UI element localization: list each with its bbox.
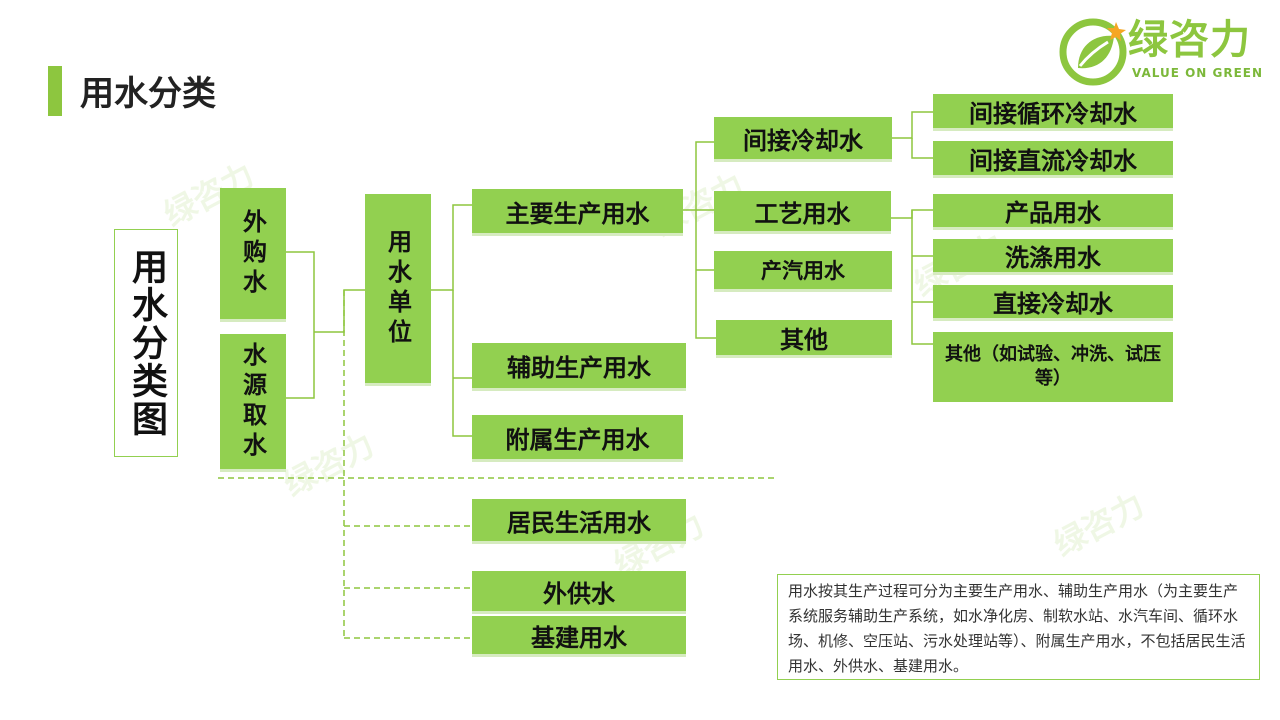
leaf-logo-icon <box>1059 18 1127 86</box>
node-other: 其他 <box>716 320 892 358</box>
logo-name: 绿咨力 <box>1128 17 1251 63</box>
page-title: 用水分类 <box>80 74 216 114</box>
source-purchased-water: 外购水 <box>220 188 286 322</box>
node-product-water: 产品用水 <box>933 194 1173 230</box>
logo-tagline: VALUE ON GREEN <box>1132 66 1264 80</box>
title-accent-bar <box>48 66 62 116</box>
category-auxiliary-production: 辅助生产用水 <box>472 343 686 391</box>
node-washing-water: 洗涤用水 <box>933 239 1173 275</box>
root-node: 用水分类图 <box>114 229 178 457</box>
water-unit-node: 用水单位 <box>365 194 431 386</box>
node-indirect-cooling: 间接冷却水 <box>714 117 892 162</box>
explanation-note: 用水按其生产过程可分为主要生产用水、辅助生产用水（为主要生产系统服务辅助生产系统… <box>777 574 1260 680</box>
node-indirect-once-through-cooling: 间接直流冷却水 <box>933 141 1173 178</box>
node-direct-cooling: 直接冷却水 <box>933 285 1173 321</box>
category-attached-production: 附属生产用水 <box>472 415 683 462</box>
source-intake-water: 水源取水 <box>220 334 286 472</box>
category-main-production: 主要生产用水 <box>472 189 683 236</box>
node-process-water: 工艺用水 <box>714 191 891 234</box>
category-external-supply: 外供水 <box>472 571 686 614</box>
node-steam-water: 产汽用水 <box>714 251 892 292</box>
category-residential: 居民生活用水 <box>472 499 686 544</box>
node-indirect-circulating-cooling: 间接循环冷却水 <box>933 94 1173 131</box>
category-construction: 基建用水 <box>472 616 686 657</box>
node-process-other: 其他（如试验、冲洗、试压等） <box>933 332 1173 402</box>
